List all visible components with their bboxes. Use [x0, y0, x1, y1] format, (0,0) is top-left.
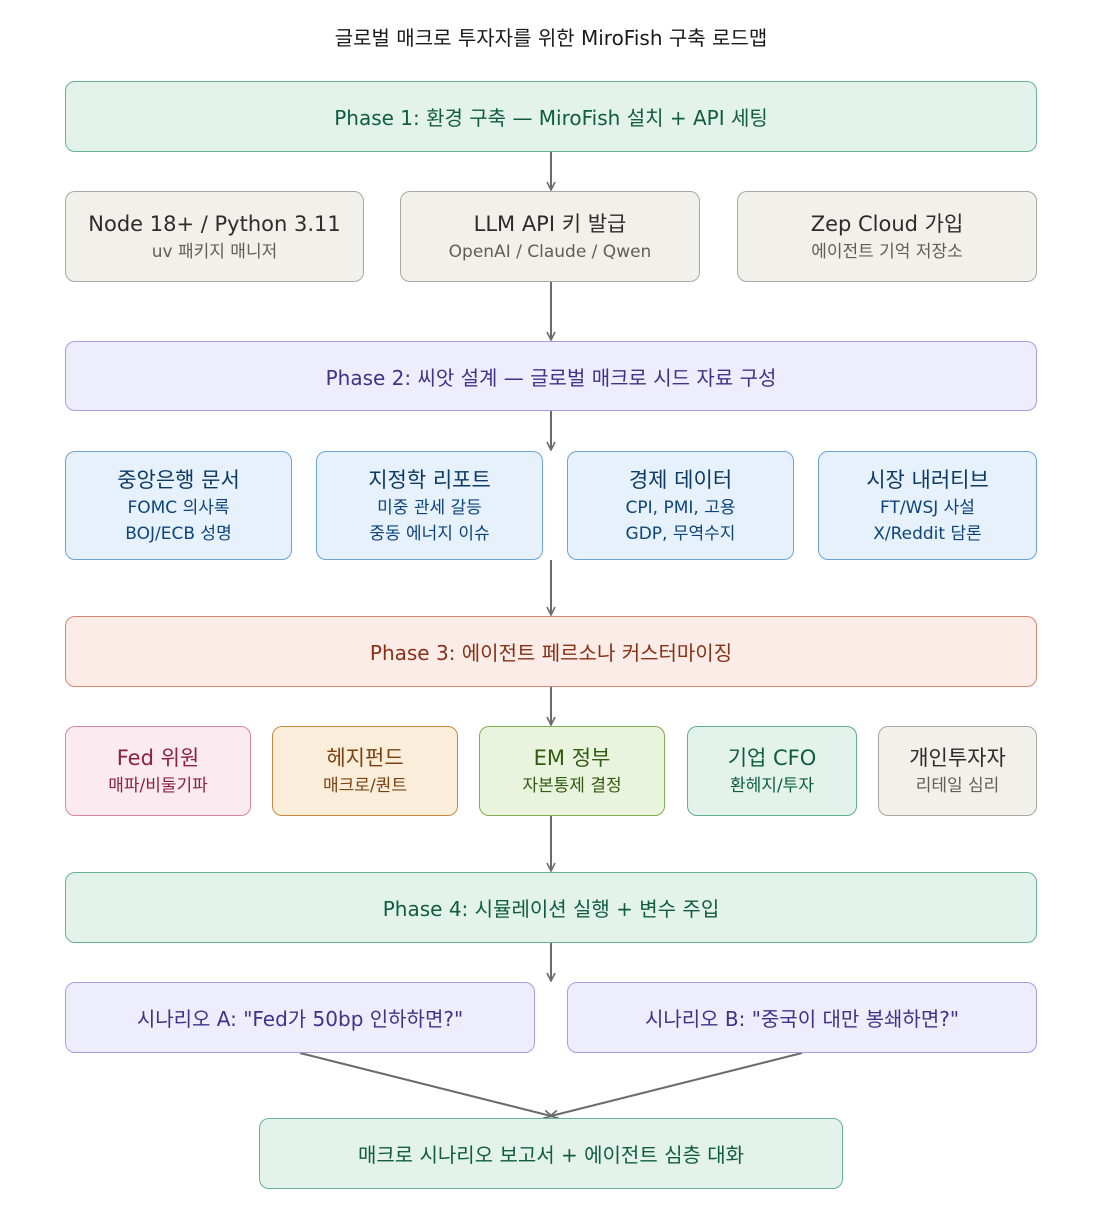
setup-llm-api: LLM API 키 발급 OpenAI / Claude / Qwen	[400, 191, 700, 282]
scenario-a-label: 시나리오 A: "Fed가 50bp 인하하면?"	[136, 1007, 464, 1031]
persona-sub: 리테일 심리	[915, 776, 1000, 796]
final-report-label: 매크로 시나리오 보고서 + 에이전트 심층 대화	[357, 1143, 745, 1167]
persona-sub: 매파/비둘기파	[108, 776, 208, 796]
persona-fed: Fed 위원 매파/비둘기파	[65, 726, 251, 816]
scenario-b-label: 시나리오 B: "중국이 대만 봉쇄하면?"	[644, 1007, 960, 1031]
persona-sub: 환헤지/투자	[730, 776, 814, 796]
persona-main: Fed 위원	[116, 746, 200, 770]
persona-main: 기업 CFO	[727, 746, 817, 770]
setup-main: Zep Cloud 가입	[810, 211, 964, 236]
phase2-box: Phase 2: 씨앗 설계 — 글로벌 매크로 시드 자료 구성	[65, 341, 1037, 411]
setup-node-python: Node 18+ / Python 3.11 uv 패키지 매니저	[65, 191, 364, 282]
phase1-box: Phase 1: 환경 구축 — MiroFish 설치 + API 세팅	[65, 81, 1037, 152]
arrow-scenario-b-final	[551, 1052, 803, 1116]
persona-em-government: EM 정부 자본통제 결정	[479, 726, 665, 816]
setup-zep-cloud: Zep Cloud 가입 에이전트 기억 저장소	[737, 191, 1037, 282]
persona-sub: 매크로/퀀트	[323, 776, 407, 796]
seed-main: 경제 데이터	[628, 467, 733, 492]
seed-sub: GDP, 무역수지	[625, 523, 736, 544]
setup-sub: 에이전트 기억 저장소	[811, 241, 963, 262]
phase3-label: Phase 3: 에이전트 페르소나 커스터마이징	[369, 641, 733, 665]
setup-main: Node 18+ / Python 3.11	[88, 211, 341, 236]
seed-sub: 미중 관세 갈등	[377, 497, 482, 518]
persona-main: EM 정부	[533, 746, 611, 770]
seed-economic-data: 경제 데이터 CPI, PMI, 고용 GDP, 무역수지	[567, 451, 794, 560]
setup-sub: uv 패키지 매니저	[151, 241, 278, 262]
seed-market-narrative: 시장 내러티브 FT/WSJ 사설 X/Reddit 담론	[818, 451, 1037, 560]
seed-main: 지정학 리포트	[368, 467, 491, 492]
phase4-label: Phase 4: 시뮬레이션 실행 + 변수 주입	[382, 897, 720, 921]
seed-main: 시장 내러티브	[866, 467, 989, 492]
setup-main: LLM API 키 발급	[473, 211, 627, 236]
persona-main: 개인투자자	[909, 746, 1006, 770]
seed-sub: X/Reddit 담론	[873, 523, 982, 544]
diagram-title: 글로벌 매크로 투자자를 위한 MiroFish 구축 로드맵	[334, 26, 768, 50]
scenario-a-box: 시나리오 A: "Fed가 50bp 인하하면?"	[65, 982, 535, 1053]
final-report-box: 매크로 시나리오 보고서 + 에이전트 심층 대화	[259, 1118, 843, 1189]
scenario-b-box: 시나리오 B: "중국이 대만 봉쇄하면?"	[567, 982, 1037, 1053]
seed-main: 중앙은행 문서	[117, 467, 240, 492]
seed-sub: CPI, PMI, 고용	[625, 497, 736, 518]
seed-geopolitics: 지정학 리포트 미중 관세 갈등 중동 에너지 이슈	[316, 451, 543, 560]
persona-sub: 자본통제 결정	[522, 776, 622, 796]
seed-central-bank: 중앙은행 문서 FOMC 의사록 BOJ/ECB 성명	[65, 451, 292, 560]
arrow-scenario-a-final	[299, 1052, 551, 1116]
seed-sub: 중동 에너지 이슈	[369, 523, 490, 544]
seed-sub: FT/WSJ 사설	[880, 497, 975, 518]
persona-retail-investor: 개인투자자 리테일 심리	[878, 726, 1037, 816]
seed-sub: BOJ/ECB 성명	[125, 523, 232, 544]
phase3-box: Phase 3: 에이전트 페르소나 커스터마이징	[65, 616, 1037, 687]
persona-corporate-cfo: 기업 CFO 환헤지/투자	[687, 726, 857, 816]
setup-sub: OpenAI / Claude / Qwen	[448, 241, 652, 262]
phase2-label: Phase 2: 씨앗 설계 — 글로벌 매크로 시드 자료 구성	[325, 365, 777, 390]
phase1-label: Phase 1: 환경 구축 — MiroFish 설치 + API 세팅	[334, 106, 768, 130]
seed-sub: FOMC 의사록	[127, 497, 230, 518]
persona-hedge-fund: 헤지펀드 매크로/퀀트	[272, 726, 458, 816]
persona-main: 헤지펀드	[326, 746, 404, 770]
phase4-box: Phase 4: 시뮬레이션 실행 + 변수 주입	[65, 872, 1037, 943]
